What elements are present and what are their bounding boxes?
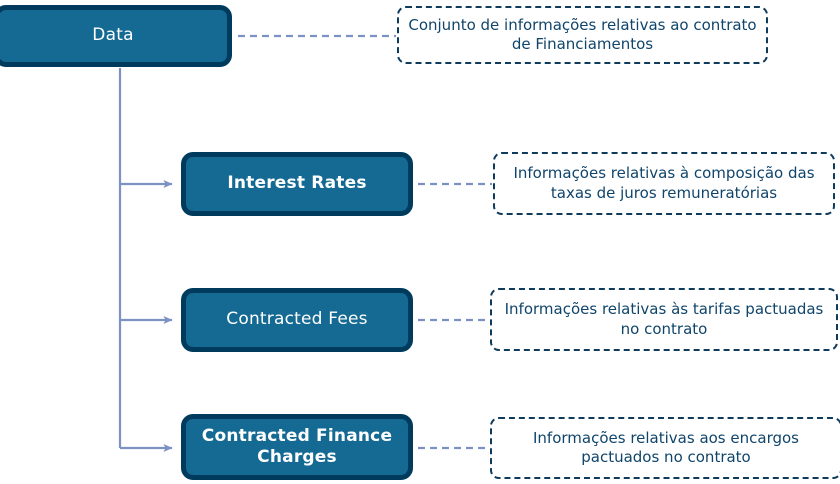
note-contracted-fees: Informações relativas às tarifas pactuad… (490, 288, 838, 351)
node-interest-rates[interactable]: Interest Rates (181, 152, 413, 216)
note-contracted-finance-charges: Informações relativas aos encargos pactu… (490, 417, 840, 479)
note-data: Conjunto de informações relativas ao con… (397, 6, 768, 64)
node-data[interactable]: Data (0, 5, 232, 67)
note-interest-rates: Informações relativas à composição das t… (493, 152, 835, 215)
node-contracted-fees[interactable]: Contracted Fees (181, 288, 413, 352)
node-contracted-finance-charges[interactable]: Contracted Finance Charges (181, 414, 413, 480)
